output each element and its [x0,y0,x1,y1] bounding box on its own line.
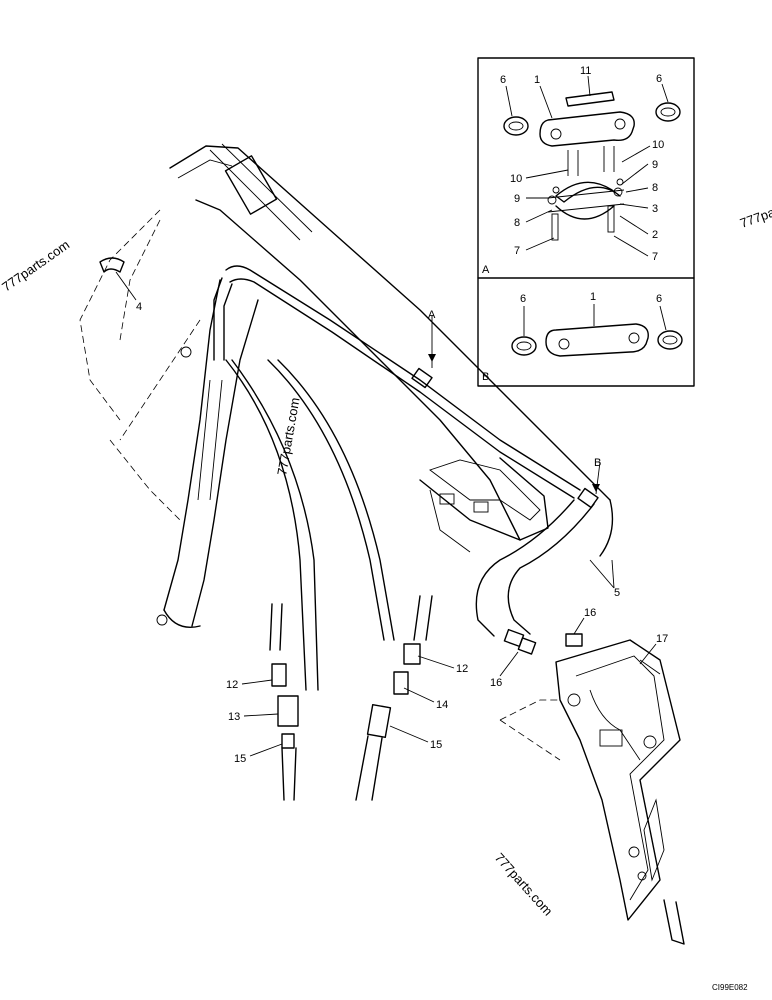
callout-6: 6 [656,293,662,305]
breaker-hammer-drawing-icon [499,639,685,945]
callout-10: 10 [652,139,664,151]
callout-3: 3 [652,203,658,215]
detail-inset: A B [477,57,695,387]
callout-15: 15 [430,739,442,751]
callout-17: 17 [656,633,668,645]
callout-6: 6 [500,74,506,86]
callout-12: 12 [456,663,468,675]
excavator-boom-drawing-icon [79,143,611,628]
callout-13: 13 [228,711,240,723]
watermark: 777parts.com [492,850,556,919]
coupler-stack-right [355,595,433,801]
callout-14: 14 [436,699,448,711]
callout-2: 2 [652,229,658,241]
view-label-a: A [482,264,490,276]
callout-11: 11 [580,65,591,77]
coupler-stack-left [269,603,299,801]
quick-coupler-detail-icon [511,323,683,357]
callout-1: 1 [590,291,596,303]
pointer-label-b: B [594,457,601,469]
callout-6: 6 [520,293,526,305]
coupler-16 [503,628,583,655]
pointer-label-a: A [428,309,436,321]
callout-7: 7 [514,245,520,257]
callout-12: 12 [226,679,238,691]
callout-9: 9 [514,193,520,205]
callout-1: 1 [534,74,540,86]
callout-4: 4 [136,301,142,313]
callout-10: 10 [510,173,522,185]
callout-8: 8 [514,217,520,229]
watermark: 777ра [738,204,772,231]
callout-16: 16 [584,607,596,619]
callout-5: 5 [614,587,620,599]
callout-15: 15 [234,753,246,765]
hydraulic-hose-lines [213,265,614,691]
view-label-b: B [482,371,489,383]
callout-8: 8 [652,182,658,194]
callout-9: 9 [652,159,658,171]
figure-code: CI99E082 [712,983,748,992]
hose-clamp-detail-icon [503,91,681,241]
callout-6: 6 [656,73,662,85]
callout-7: 7 [652,251,658,263]
callout-16: 16 [490,677,502,689]
watermark: 777parts.com [0,237,72,294]
